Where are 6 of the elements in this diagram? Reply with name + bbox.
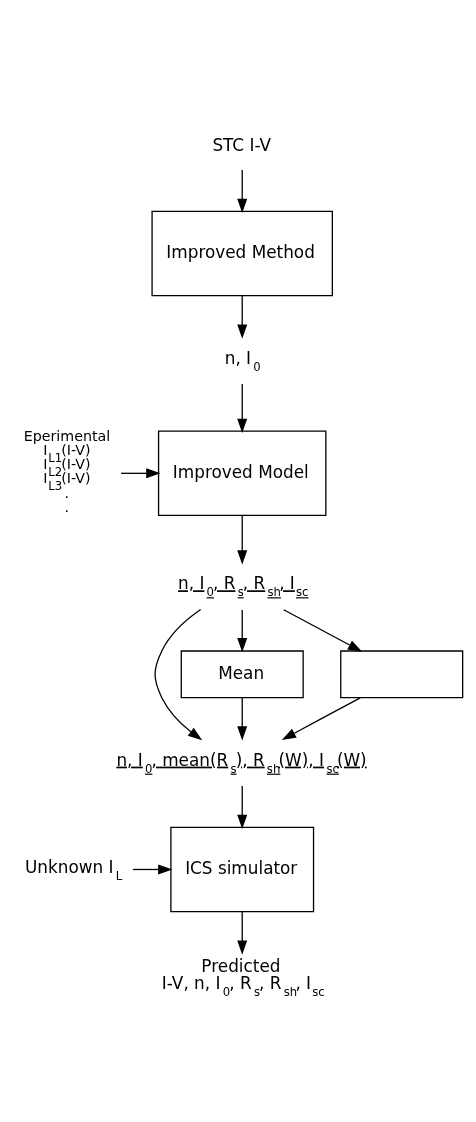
node-text: STC I-V xyxy=(212,134,272,155)
node-text: Unknown I$_{L}$ xyxy=(25,856,123,883)
node-text: n, I$_{0}$ xyxy=(224,347,261,374)
node-text: Predicted I-V, n, I$_{0}$, R$_{s}$, R$_{sh}$, I$_{sc}$ xyxy=(161,955,325,999)
node-text: n, I$_{0}$, mean(R$_{s}$), R$_{sh}$(W), I$_{sc}$(W) xyxy=(116,749,367,776)
node-text: n, I$_{0}$, R$_{s}$, R$_{sh}$, I$_{sc}$ xyxy=(178,572,309,599)
